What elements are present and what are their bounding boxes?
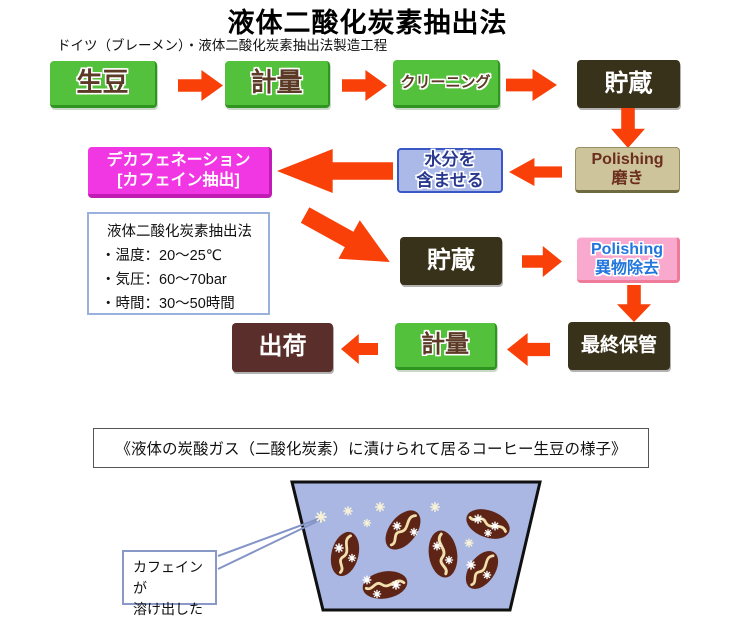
arrow-weighing-to-cleaning xyxy=(342,70,387,101)
subtitle: ドイツ（ブレーメン）・液体二酸化炭素抽出法製造工程 xyxy=(57,38,388,53)
sparkle-icon xyxy=(315,511,327,523)
sparkle-icon xyxy=(444,555,454,565)
box-label: 磨き xyxy=(611,170,644,187)
callout-line xyxy=(217,517,322,557)
illustration-caption: 《液体の炭酸ガス（二酸化炭素）に漬けられて居るコーヒー生豆の様子》 xyxy=(115,441,627,458)
arrow-polishing-to-final-storage xyxy=(617,285,651,322)
arrow-storage-to-polishing xyxy=(611,108,645,148)
sparkle-icon xyxy=(482,570,492,580)
sparkle-icon xyxy=(334,543,344,553)
callout-line xyxy=(217,518,323,570)
flow-box-cleaning: クリーニング xyxy=(393,60,500,108)
box-label: 生豆 xyxy=(76,67,129,98)
flow-box-storage-1: 貯蔵 xyxy=(577,60,680,108)
flow-box-moisten: 水分を 含ませる xyxy=(397,148,503,193)
sparkle-icon xyxy=(372,589,382,599)
flow-box-final-storage: 最終保管 xyxy=(568,322,670,370)
flow-box-weighing-1: 計量 xyxy=(225,61,330,108)
page-title: 液体二酸化炭素抽出法 xyxy=(227,8,508,38)
arrow-cleaning-to-storage xyxy=(506,69,557,101)
flow-box-polishing-migaki: Polishing 磨き xyxy=(575,147,680,193)
caffeine-callout-label: カフェインが 溶け出した xyxy=(122,550,217,617)
soaking-illustration xyxy=(217,480,542,612)
arrow-final-storage-to-weighing xyxy=(507,333,550,366)
sparkle-icon xyxy=(490,521,500,531)
box-label: 異物除去 xyxy=(594,260,659,277)
flow-box-polishing-debris-removal: Polishing 異物除去 xyxy=(577,237,680,283)
extraction-params-note: 液体二酸化炭素抽出法 ・温度：20〜25℃ ・気圧：60〜70bar ・時間：3… xyxy=(87,212,270,315)
box-label: デカフェネーション xyxy=(106,152,251,170)
flow-box-storage-2: 貯蔵 xyxy=(400,237,502,285)
arrow-polishing-to-moisten xyxy=(509,158,562,186)
sparkle-icon xyxy=(483,528,493,538)
illustration-caption-box: 《液体の炭酸ガス（二酸化炭素）に漬けられて居るコーヒー生豆の様子》 xyxy=(93,428,649,468)
soaking-tank xyxy=(290,480,542,612)
sparkle-icon xyxy=(374,501,386,513)
sparkle-icon xyxy=(432,541,442,551)
sparkle-icon xyxy=(464,538,474,548)
arrow-storage-to-polishing-2 xyxy=(522,246,562,277)
sparkle-icon xyxy=(391,580,401,590)
box-label: 貯蔵 xyxy=(427,246,475,274)
arrow-moisten-to-decaffeination xyxy=(277,149,393,193)
box-label: 最終保管 xyxy=(580,334,657,356)
flow-box-decaffeination: デカフェネーション [カフェイン抽出] xyxy=(88,147,272,198)
box-label: 含ませる xyxy=(416,170,484,190)
sparkle-icon xyxy=(429,501,441,513)
box-label: Polishing xyxy=(591,150,664,168)
box-label: 貯蔵 xyxy=(604,69,653,97)
arrow-weighing-to-shipping xyxy=(341,334,378,364)
sparkle-icon xyxy=(409,527,419,537)
box-label: [カフェイン抽出] xyxy=(117,171,240,189)
note-item: ・温度：20〜25℃ xyxy=(101,248,223,264)
note-title: 液体二酸化炭素抽出法 xyxy=(107,224,252,240)
box-label: 水分を xyxy=(424,150,476,170)
box-label: Polishing xyxy=(591,240,663,258)
box-label: 計量 xyxy=(250,67,303,98)
sparkle-icon xyxy=(392,521,402,531)
flow-box-green-beans: 生豆 xyxy=(50,61,157,108)
flow-box-weighing-2: 計量 xyxy=(395,323,497,370)
note-item: ・時間：30〜50時間 xyxy=(101,296,235,312)
flow-box-shipping: 出荷 xyxy=(232,323,333,372)
box-label: 計量 xyxy=(421,330,469,358)
sparkle-icon xyxy=(466,560,476,570)
box-label: クリーニング xyxy=(400,73,491,91)
note-item: ・気圧：60〜70bar xyxy=(101,272,227,288)
arrow-green-beans-to-weighing xyxy=(178,70,223,101)
arrow-decaffeination-to-storage-diagonal xyxy=(294,196,400,282)
sparkle-icon xyxy=(347,553,357,563)
box-label: 出荷 xyxy=(258,333,307,361)
sparkle-icon xyxy=(343,506,353,516)
sparkle-icon xyxy=(473,514,483,524)
callout-text: 溶け出した xyxy=(133,601,203,617)
sparkle-icon xyxy=(362,575,372,585)
sparkle-icon xyxy=(362,518,372,528)
callout-text: カフェインが xyxy=(133,559,203,596)
